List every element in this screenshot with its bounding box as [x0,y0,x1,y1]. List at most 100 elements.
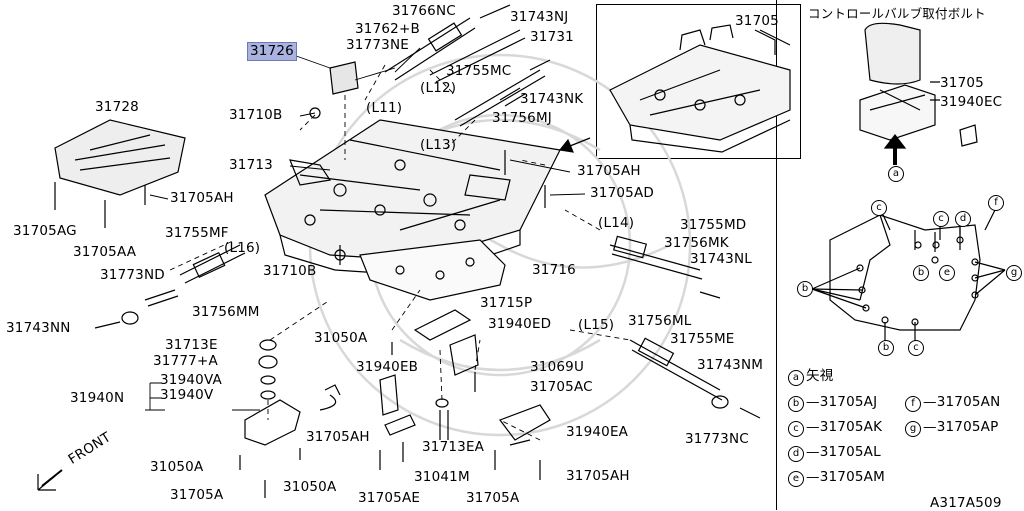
valve-position-label: (L13) [420,137,457,153]
part-number-label[interactable]: 31705AC [530,379,593,395]
part-number-label[interactable]: 31756MJ [492,110,552,126]
upper-valve-train [384,4,551,127]
legend-value[interactable]: —31705AK [806,419,883,435]
part-number-label[interactable]: 31705AA [73,244,137,260]
part-number-label[interactable]: 31755MC [446,63,512,79]
part-number-label[interactable]: 31041M [414,469,470,485]
part-number-label[interactable]: 31705AD [590,185,654,201]
left-valve-train [94,244,246,329]
right-valve-train [609,235,761,419]
valve-position-label: (L11) [366,100,403,116]
part-number-label[interactable]: 31940VA [160,372,222,388]
part-number-label[interactable]: 31777+A [153,353,218,369]
legend-key-e: e [788,471,804,487]
legend-key-a: a [788,370,804,386]
part-number-label[interactable]: 31705AG [13,223,77,239]
part-number-label[interactable]: 31940ED [488,316,552,332]
leader-lines [145,47,586,411]
valve-position-label: (L16) [224,240,261,256]
part-number-label[interactable]: 31756ML [628,313,692,329]
part-number-label[interactable]: 31710B [229,107,283,123]
bolt-marker-b: b [878,340,894,356]
bolt-marker-g: g [1006,265,1022,281]
legend-key-f: f [905,396,921,412]
part-number-label[interactable]: 31731 [530,29,574,45]
part-number-label[interactable]: 31713EA [422,439,485,455]
part-number-label[interactable]: 31050A [150,459,204,475]
view-marker-a: a [888,166,904,182]
inset-assembly-label[interactable]: 31705 [735,13,779,29]
legend-key-b: b [788,396,804,412]
bolt-marker-c: c [871,200,887,216]
part-number-label[interactable]: 31743NL [690,251,752,267]
legend-value: 矢視 [806,368,834,384]
part-number-label[interactable]: 31050A [314,330,368,346]
part-number-label[interactable]: 31728 [95,99,139,115]
legend-value[interactable]: —31705AM [806,469,885,485]
part-number-label[interactable]: 31743NK [520,91,584,107]
vertical-divider [776,0,777,510]
legend-key-c: c [788,421,804,437]
part-number-label[interactable]: 31705AH [566,468,630,484]
part-number-label[interactable]: 31069U [530,359,585,375]
part-number-label[interactable]: 31773ND [100,267,165,283]
part-number-label[interactable]: 31755MF [165,225,229,241]
part-number-label[interactable]: 31940EC [940,94,1003,110]
part-number-label[interactable]: 31940N [70,390,125,406]
diagram-id: A317A509 [930,495,1002,511]
legend-value[interactable]: —31705AJ [806,394,878,410]
bolt-location-outline [811,207,1006,345]
part-number-label[interactable]: 31713 [229,157,273,173]
part-number-label[interactable]: 31755ME [670,331,735,347]
legend-key-g: g [905,421,921,437]
part-number-label[interactable]: 31756MM [192,304,260,320]
part-number-label[interactable]: 31050A [283,479,337,495]
oil-strainer-31728 [54,119,186,196]
part-number-label[interactable]: 31743NM [697,357,764,373]
part-number-label[interactable]: 31715P [480,295,533,311]
bolt-marker-c: c [908,340,924,356]
solenoid-31726 [329,61,359,95]
part-number-label[interactable]: 31705AE [358,490,421,506]
bolt-marker-e: e [939,265,955,281]
bolt-marker-f: f [988,195,1004,211]
legend-key-d: d [788,446,804,462]
part-number-label[interactable]: 31716 [532,262,576,278]
front-arrow-shape [37,469,63,491]
inset-note-label: コントロールバルブ取付ボルト [808,6,986,21]
valve-position-label: (L14) [598,215,635,231]
legend-value[interactable]: —31705AN [923,394,1001,410]
bolt-marker-d: d [955,211,971,227]
part-number-label[interactable]: 31713E [165,337,218,353]
separator-plate-31716 [359,239,506,301]
highlighted-part-label[interactable]: 31726 [247,42,297,61]
control-valve-assembly-drawing [609,24,791,153]
part-number-label[interactable]: 31705AH [306,429,370,445]
legend-value[interactable]: —31705AP [923,419,999,435]
part-number-label[interactable]: 31743NN [6,320,71,336]
part-number-label[interactable]: 31940EA [566,424,629,440]
part-number-label[interactable]: 31766NC [392,3,456,19]
part-number-label[interactable]: 31773NE [346,37,409,53]
valve-body-31713 [264,119,561,276]
legend-value[interactable]: —31705AL [806,444,881,460]
part-number-label[interactable]: 31705A [466,490,520,506]
part-number-label[interactable]: 31710B [263,263,317,279]
lower-parts [244,309,551,446]
part-number-label[interactable]: 31940EB [356,359,419,375]
bolt-marker-c: c [933,211,949,227]
valve-body-view-drawing [859,22,978,147]
part-number-label[interactable]: 31705A [170,487,224,503]
part-number-label[interactable]: 31705AH [577,163,641,179]
part-number-label[interactable]: 31940V [160,387,214,403]
part-number-label[interactable]: 31705 [940,75,984,91]
bolts [54,107,546,498]
part-number-label[interactable]: 31705AH [170,190,234,206]
part-number-label[interactable]: 31743NJ [510,9,569,25]
part-number-label[interactable]: 31756MK [664,235,729,251]
part-number-label[interactable]: 31762+B [355,21,420,37]
part-number-label[interactable]: 31773NC [685,431,749,447]
bolt-marker-b: b [913,265,929,281]
part-number-label[interactable]: 31755MD [680,217,747,233]
